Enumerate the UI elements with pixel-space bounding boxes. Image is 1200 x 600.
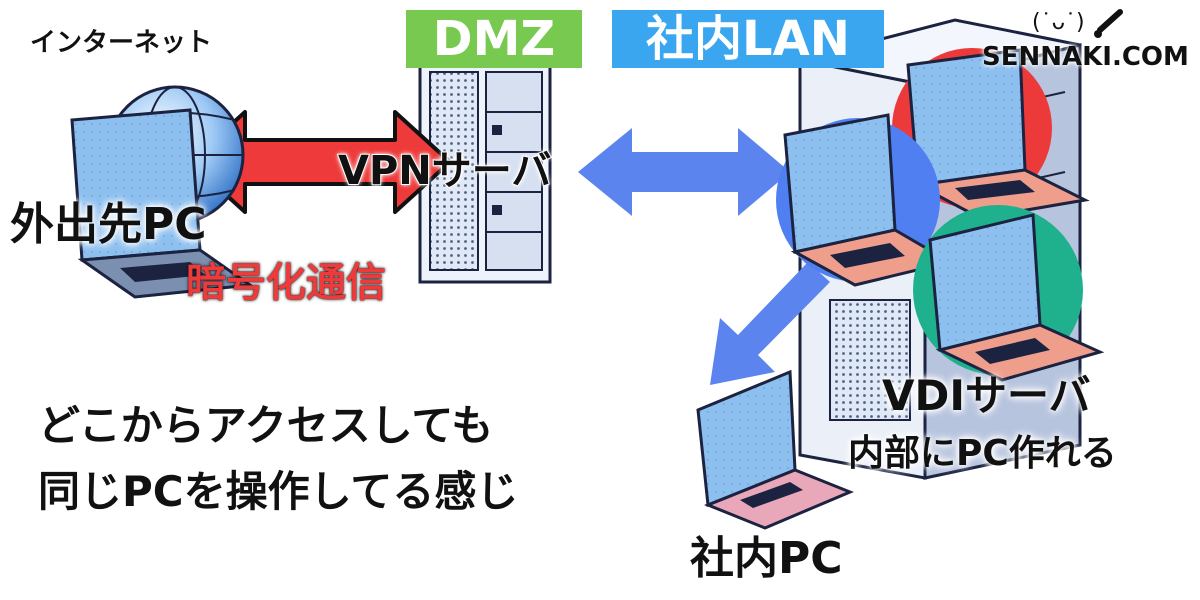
vpn-server-label: VPNサーバ [337,147,552,195]
encrypted-label: 暗号化通信 [186,260,386,306]
vdi-office-arrow [710,262,830,385]
brush-icon [1094,9,1123,38]
office-pc-label: 社内PC [690,533,843,584]
vpn-vdi-arrow [578,128,790,216]
kaomoji-label: (˙ᴗ˙) [1032,10,1085,35]
vdi-desc-label: 内部にPC作れる [848,433,1117,474]
vdi-server-label: VDIサーバ [882,371,1091,420]
lan-badge: 社内LAN [612,10,884,68]
caption-line1: どこからアクセスしても [38,401,494,450]
vm-blue-icon [776,113,954,287]
dmz-label: DMZ [432,11,556,67]
lan-label: 社内LAN [646,11,850,67]
remote-laptop-icon [70,108,255,299]
internet-label: インターネット [30,28,213,58]
office-laptop-icon [696,369,854,530]
caption-line2: 同じPCを操作してる感じ [38,467,519,516]
dmz-badge: DMZ [406,10,582,68]
remote-pc-label: 外出先PC [10,199,207,250]
vm-red-icon [892,48,1090,220]
vm-green-icon [913,205,1105,382]
encrypted-tunnel-arrow [188,110,452,214]
site-label: SENNAKI.COM [982,42,1189,72]
